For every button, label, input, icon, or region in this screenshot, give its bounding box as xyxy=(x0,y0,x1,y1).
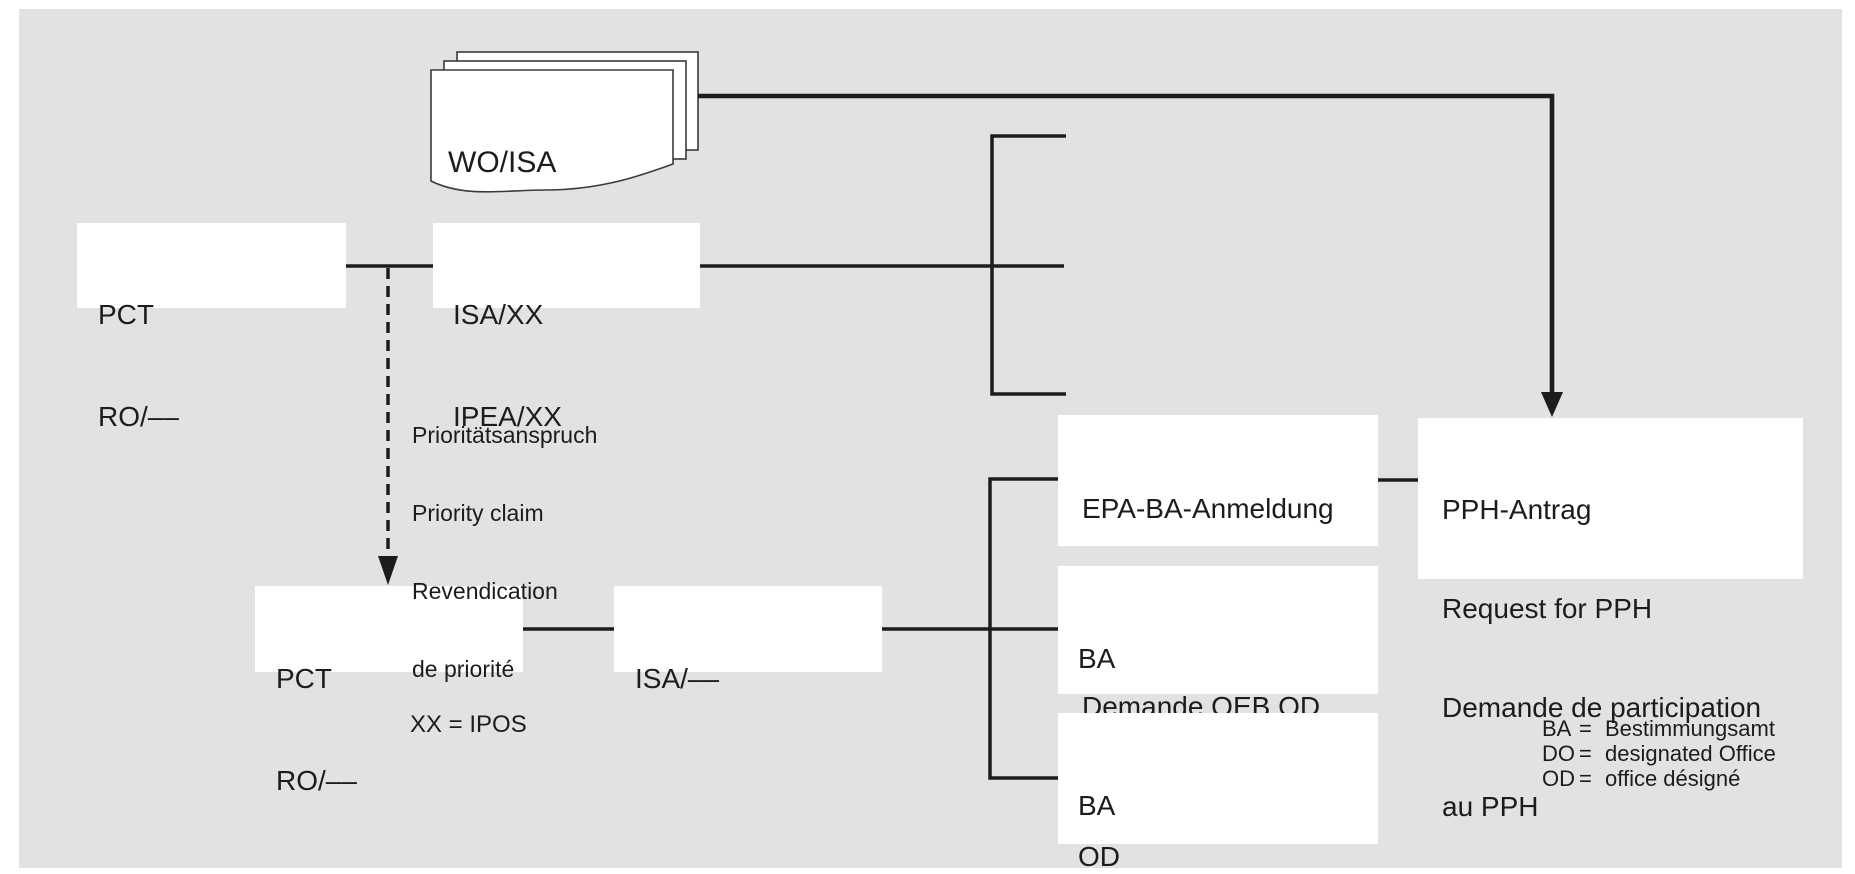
label-line: Priority claim xyxy=(412,500,544,526)
box-pph-request: PPH-Antrag Request for PPH Demande de pa… xyxy=(1418,418,1803,822)
box-line: IPEA/XX xyxy=(453,401,562,432)
box-ba-do-od-2: BA DO OD xyxy=(1058,713,1378,844)
box-line: BA xyxy=(1078,790,1116,821)
box-pct-ro-lower: PCT RO/–– xyxy=(255,586,523,796)
label-line: Revendication xyxy=(412,578,558,604)
legend-def: designated Office xyxy=(1605,741,1776,766)
box-line: PCT xyxy=(276,663,332,694)
label-line: Prioritätsanspruch xyxy=(412,422,598,448)
legend-eq: = xyxy=(1579,741,1592,766)
box-line: PPH-Antrag xyxy=(1442,494,1592,525)
legend-eq: = xyxy=(1579,716,1592,741)
priority-claim-label: Prioritätsanspruch Priority claim Revend… xyxy=(412,370,597,734)
label-line: de priorité xyxy=(412,656,515,682)
legend-eq: = xyxy=(1579,766,1592,791)
box-line: PCT xyxy=(98,299,154,330)
lower-bracket xyxy=(988,477,1058,780)
box-epo-do-application: EPA-BA-Anmeldung EPO DO application Dema… xyxy=(1058,415,1378,722)
box-isa-lower: ISA/–– xyxy=(614,586,882,694)
document-stack-icon xyxy=(430,51,699,193)
legend-def: office désigné xyxy=(1605,766,1741,791)
box-pct-ro-upper: PCT RO/–– xyxy=(77,223,346,432)
legend-abbr: OD xyxy=(1542,766,1575,791)
box-line: ISA/–– xyxy=(635,663,720,694)
document-sheet-front xyxy=(430,69,674,193)
wo-isa-to-pph-line xyxy=(698,93,1555,394)
box-line: au PPH xyxy=(1442,791,1539,822)
legend-row: BA = Bestimmungsamt xyxy=(1542,716,1776,741)
legend-row: DO = designated Office xyxy=(1542,741,1776,766)
upper-bracket xyxy=(990,134,1066,396)
box-ba-do-od-1: BA DO OD xyxy=(1058,566,1378,872)
legend-row: OD = office désigné xyxy=(1542,766,1776,791)
box-line: OD xyxy=(1078,841,1120,872)
arrowhead-down-pct xyxy=(378,556,398,585)
box-isa-ipea: ISA/XX IPEA/XX xyxy=(433,223,700,432)
arrowhead-down-pph xyxy=(1541,392,1563,417)
box-line: BA xyxy=(1078,643,1116,674)
box-line: EPA-BA-Anmeldung xyxy=(1082,493,1334,524)
legend: BA = Bestimmungsamt DO = designated Offi… xyxy=(1542,716,1776,791)
xx-ipos-note: XX = IPOS xyxy=(410,711,527,738)
box-line: Demande de participation xyxy=(1442,692,1762,723)
box-line: RO/–– xyxy=(276,765,357,796)
box-line: Request for PPH xyxy=(1442,593,1653,624)
legend-abbr: DO xyxy=(1542,741,1575,766)
legend-def: Bestimmungsamt xyxy=(1605,716,1775,741)
legend-abbr: BA xyxy=(1542,716,1572,741)
doc-line: WO/ISA xyxy=(448,146,557,179)
box-line: ISA/XX xyxy=(453,299,544,330)
box-line: RO/–– xyxy=(98,401,179,432)
